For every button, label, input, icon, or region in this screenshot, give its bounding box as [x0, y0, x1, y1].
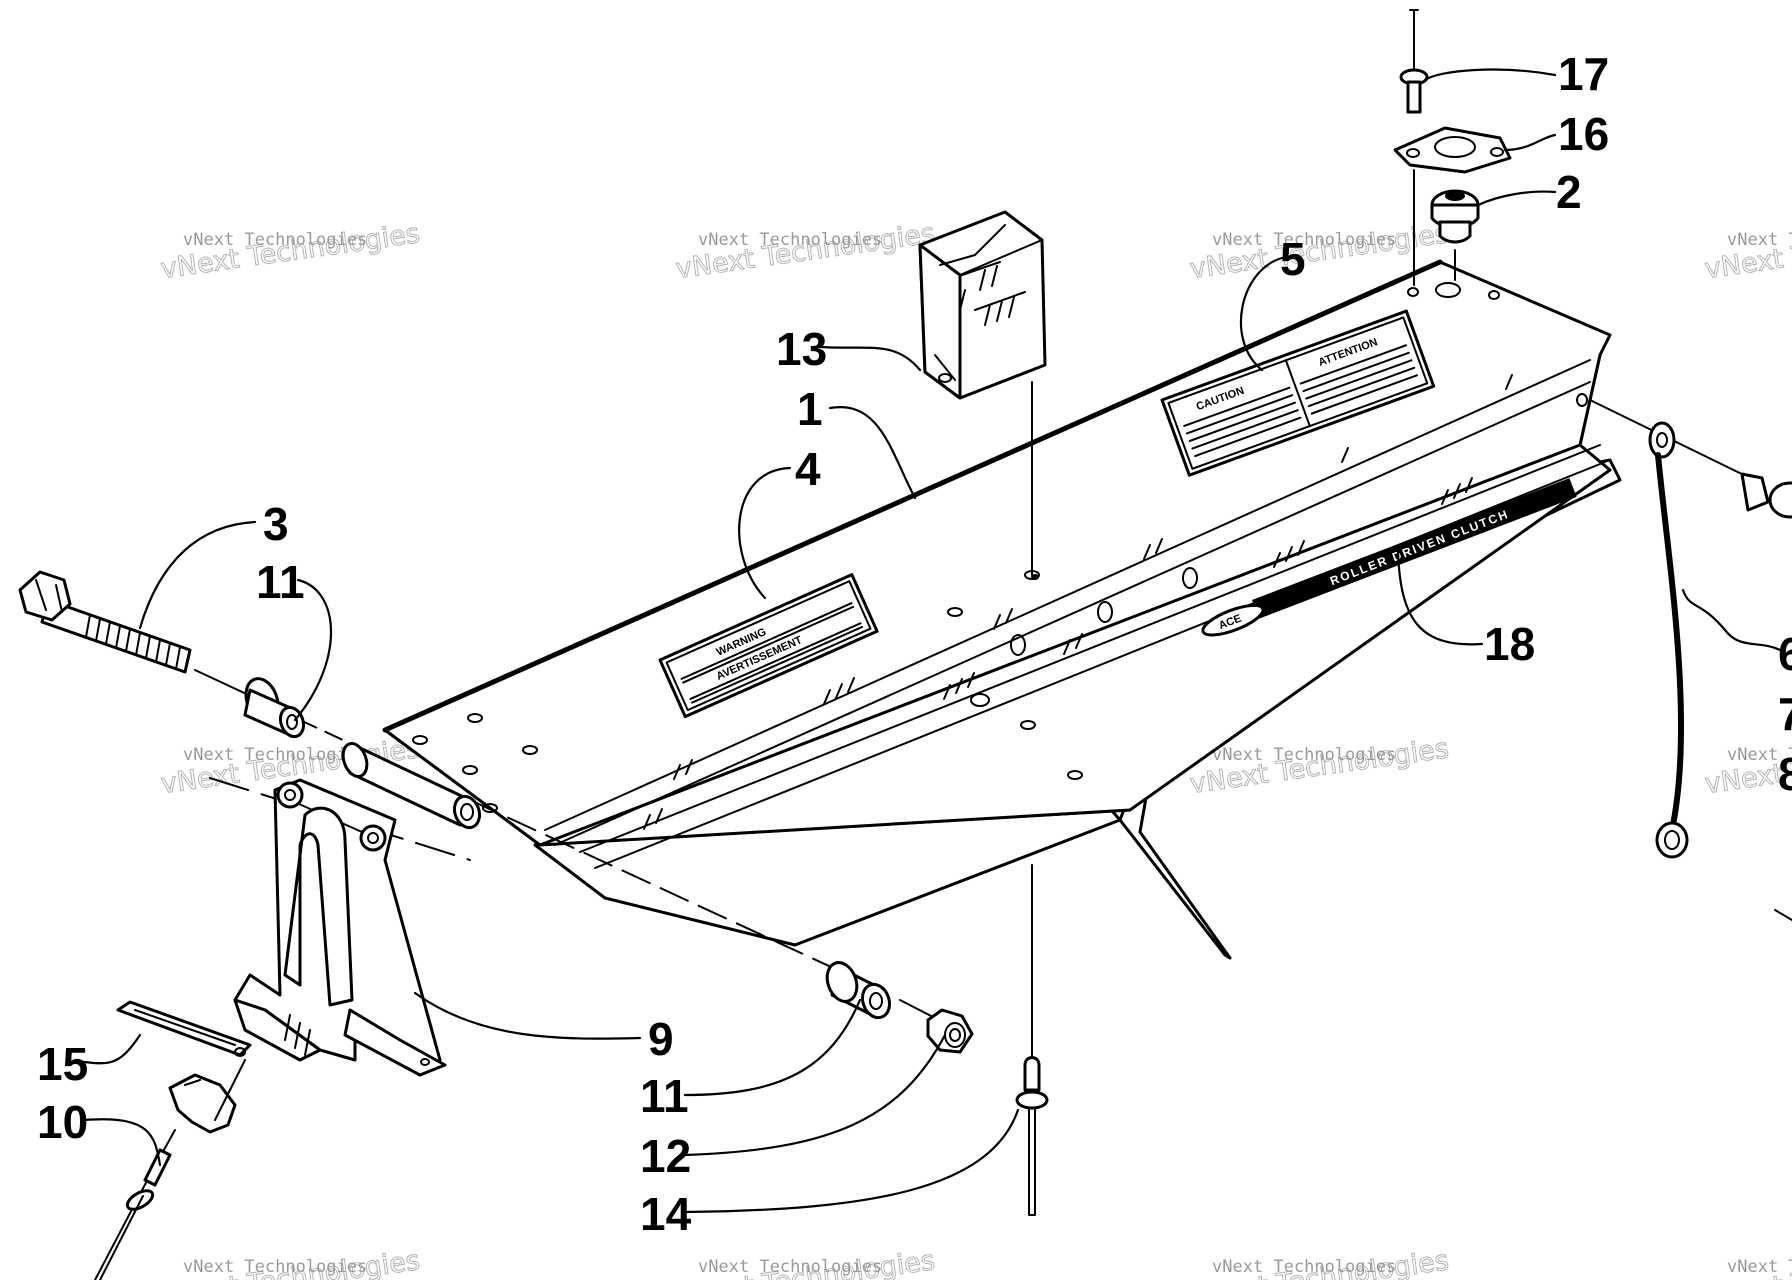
tether-cord [1589, 399, 1792, 921]
flanged-bushing-upper [243, 677, 306, 739]
callout-11-lower: 11 [640, 1070, 689, 1122]
callout-1: 1 [797, 383, 823, 435]
leader-3 [138, 520, 257, 630]
leader-10 [82, 1118, 162, 1167]
flanged-bushing-lower [825, 961, 892, 1020]
callout-12: 12 [640, 1130, 691, 1182]
callout-10: 10 [37, 1096, 88, 1148]
callout-3: 3 [263, 498, 289, 550]
watermark-small-text: vNext Technologies [1212, 230, 1396, 250]
leader-11-upper [293, 578, 333, 722]
callout-7: 7 [1778, 688, 1792, 740]
watermark-small-text: vNext Technologies [698, 230, 882, 250]
callout-11-upper: 11 [256, 556, 305, 608]
leader-18 [1396, 548, 1484, 646]
leader-lines [82, 68, 1782, 1214]
chassis-rail-1 [544, 359, 1591, 831]
watermark: vNext Technologies vNext Technologies [1188, 733, 1452, 801]
mounting-bracket [233, 778, 447, 1077]
watermark: vNext Technologies vNext Technologies [159, 218, 423, 286]
callout-labels: 17 16 2 5 13 1 4 3 11 18 6 7 8 9 11 12 1… [37, 48, 1792, 1240]
hex-bolt [18, 570, 192, 674]
leader-1 [828, 406, 917, 500]
watermark-small-text: vNext Technologies [183, 230, 367, 250]
watermark-small-text: vNext Technologies [1212, 1257, 1396, 1277]
watermark: vNext Technologies vNext Technologies [159, 1245, 423, 1280]
leader-4 [738, 466, 792, 600]
watermark: vNext Technologies vNext Technologies [1703, 1245, 1792, 1280]
leader-16 [1503, 133, 1557, 152]
watermark: vNext Technologies vNext Technologies [674, 1245, 938, 1280]
leader-2 [1476, 190, 1557, 207]
lock-nut [926, 1008, 974, 1054]
cable-clip [918, 210, 1047, 400]
top-plate [1393, 126, 1512, 174]
chassis-top-edge [382, 259, 1443, 733]
leader-5 [1239, 256, 1284, 372]
leader-9 [413, 991, 642, 1040]
warning-decal: WARNING AVERTISSEMENT [658, 573, 879, 719]
watermark-small-text: vNext Technologies [1727, 230, 1792, 250]
watermark: vNext Technologies vNext Technologies [1188, 1245, 1452, 1280]
axle-centerline-right [469, 799, 871, 986]
axle-assembly [18, 570, 974, 1054]
pivot-tube [341, 742, 482, 830]
callout-6: 6 [1778, 628, 1792, 680]
callout-16: 16 [1558, 108, 1609, 160]
watermark-small-text: vNext Technologies [183, 1257, 367, 1277]
watermark-large-text: vNext Technologies [159, 218, 422, 285]
watermark: vNext Technologies vNext Technologies [674, 218, 938, 286]
rail-ticks [643, 374, 1513, 830]
watermark-large-text: vNext Technologies [1703, 218, 1792, 285]
leader-17 [1423, 68, 1557, 82]
watermark-small-text: vNext Technologies [1727, 745, 1792, 765]
callout-5: 5 [1280, 233, 1306, 285]
callout-9: 9 [648, 1013, 674, 1065]
watermark-small-text: vNext Technologies [1727, 1257, 1792, 1277]
watermark-large-text: vNext Technologies [1188, 733, 1451, 800]
watermark-small-text: vNext Technologies [698, 1257, 882, 1277]
chassis-rail-2 [554, 381, 1591, 846]
caution-decal: CAUTION ATTENTION [1160, 309, 1436, 477]
callout-15: 15 [37, 1038, 88, 1090]
bottom-rivet [1015, 864, 1049, 1216]
callout-14: 14 [640, 1188, 692, 1240]
callout-13: 13 [776, 323, 827, 375]
rubber-grommet [1430, 189, 1480, 244]
leader-11-lower [683, 998, 862, 1097]
bolt-threads [85, 614, 181, 670]
callout-2: 2 [1556, 166, 1582, 218]
chassis-rail-3 [579, 444, 1601, 853]
nut-centerline [899, 999, 936, 1019]
watermark: vNext Technologies vNext Technologies [1703, 218, 1792, 286]
callout-4: 4 [795, 443, 821, 495]
leader-6 [1681, 588, 1782, 652]
leader-13 [818, 345, 922, 372]
callout-18: 18 [1484, 618, 1535, 670]
leader-15 [82, 1033, 142, 1065]
leader-12 [683, 1033, 947, 1157]
top-rivet [1399, 9, 1429, 114]
callout-8: 8 [1778, 748, 1792, 800]
chassis-holes [412, 282, 1588, 813]
chassis-housing: WARNING AVERTISSEMENT CAUTION ATTENTION … [382, 259, 1622, 960]
leader-14 [683, 1108, 1020, 1214]
watermark-small-text: vNext Technologies [183, 745, 367, 765]
backing-plate [116, 1000, 252, 1057]
push-nut [168, 1073, 237, 1134]
watermark-large-text: vNext Technologies [674, 218, 937, 285]
callout-17: 17 [1558, 48, 1609, 100]
watermark-small-text: vNext Technologies [1212, 745, 1396, 765]
rivet-lower-left [94, 1148, 172, 1280]
top-stack-centerlines [1413, 169, 1456, 286]
